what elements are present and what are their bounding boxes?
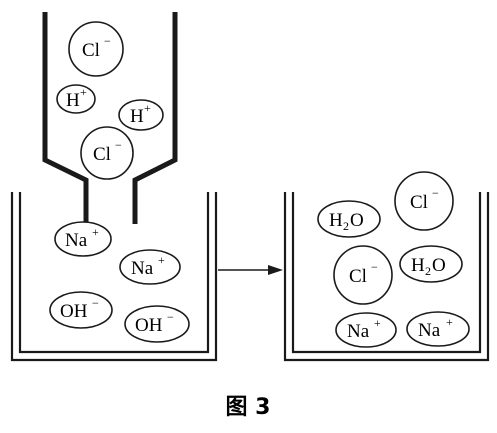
ion-na-right-2: Na + [406, 311, 470, 347]
funnel-right-wall [132, 12, 178, 224]
ion-label: Na [65, 230, 88, 251]
ion-label: Na [347, 321, 370, 342]
ion-label: Cl [410, 192, 428, 213]
molecule-label-h: H [411, 255, 425, 276]
ion-na-right-1: Na + [335, 312, 397, 348]
molecule-h2o-right-1: H 2 O [317, 200, 381, 238]
ion-cl-right-2: Cl − [333, 245, 393, 305]
ion-label: H [130, 106, 144, 127]
molecule-label-o: O [432, 255, 446, 276]
ion-charge: + [158, 253, 165, 267]
ion-na-left-2: Na + [119, 249, 181, 285]
ion-label: OH [135, 315, 163, 336]
ion-charge: − [104, 34, 111, 48]
reaction-arrow [218, 265, 283, 275]
ion-charge: + [92, 225, 99, 239]
ion-label: H [66, 90, 80, 111]
ion-charge: + [80, 85, 87, 99]
ion-label: Cl [82, 40, 100, 61]
ion-charge: + [374, 316, 381, 330]
right-beaker [283, 192, 490, 362]
ion-charge: + [446, 315, 453, 329]
dropper-funnel [42, 12, 178, 224]
ion-charge: − [371, 260, 378, 274]
ion-charge: − [167, 310, 174, 324]
ion-label: Cl [349, 266, 367, 287]
ion-oh-left-1: OH − [49, 291, 113, 329]
molecule-label-h: H [329, 210, 343, 231]
left-beaker [10, 192, 218, 362]
ion-oh-left-2: OH − [124, 305, 190, 343]
molecule-h2o-right-2: H 2 O [399, 245, 463, 283]
molecule-subscript: 2 [343, 219, 349, 233]
ion-label: Cl [93, 144, 111, 165]
ion-cl-right-1: Cl − [394, 171, 454, 231]
ion-label: Na [418, 320, 441, 341]
ion-charge: − [432, 186, 439, 200]
funnel-left-wall [42, 12, 89, 224]
ion-cl-funnel-top: Cl − [68, 21, 124, 77]
ion-cl-funnel-bottom: Cl − [80, 126, 134, 180]
ion-charge: − [115, 138, 122, 152]
ion-label: Na [131, 258, 154, 279]
molecule-label-o: O [350, 210, 364, 231]
molecule-subscript: 2 [425, 264, 431, 278]
ion-label: OH [60, 301, 88, 322]
ion-h-funnel-left: H + [56, 84, 96, 114]
ion-charge: + [144, 101, 151, 115]
ion-charge: − [92, 296, 99, 310]
ion-na-left-1: Na + [54, 221, 112, 257]
ion-h-funnel-right: H + [118, 99, 164, 131]
figure-caption: 图 3 [226, 395, 271, 420]
